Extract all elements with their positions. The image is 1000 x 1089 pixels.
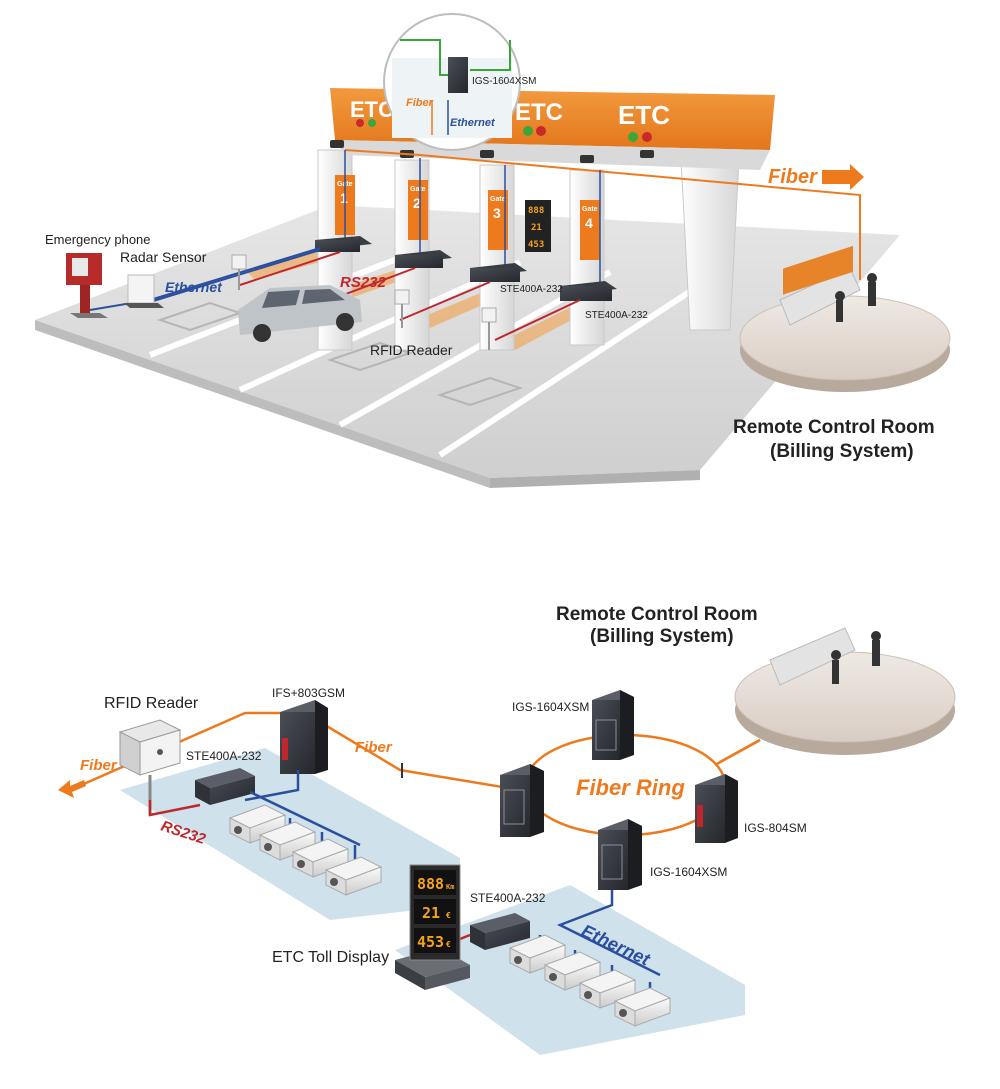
- plaza-floor-edge-right: [490, 470, 700, 488]
- top-control-room-line1: Remote Control Room: [733, 417, 935, 438]
- upper-cameras: [228, 804, 383, 896]
- camera: [324, 856, 383, 896]
- bottom-rfid-reader-label: RFID Reader: [104, 695, 199, 712]
- gate-sign-4: Gate 4: [580, 200, 600, 260]
- toll-display-row-2-unit: €: [446, 911, 451, 920]
- lane-switches: [315, 236, 617, 301]
- toll-display-row-3-unit: €: [446, 940, 451, 949]
- network-diagram: Remote Control Room (Billing System) Fib…: [58, 604, 956, 1055]
- svg-text:453: 453: [528, 240, 544, 250]
- toll-display-row-2-value: 21: [422, 904, 440, 922]
- top-ste-label-1: STE400A-232: [500, 284, 563, 295]
- camera: [228, 804, 287, 844]
- zoom-inset: IGS-1604XSM Fiber Ethernet: [383, 13, 536, 151]
- top-control-room-line2: (Billing System): [770, 441, 914, 462]
- svg-text:4: 4: [585, 215, 593, 231]
- rfid-reader-device: [118, 719, 182, 815]
- camera: [291, 838, 350, 878]
- top-ste-label-2: STE400A-232: [585, 310, 648, 321]
- zoom-switch: [448, 57, 468, 93]
- top-ethernet-label: Ethernet: [165, 279, 223, 295]
- igs-bottom-label: IGS-1604XSM: [650, 865, 727, 879]
- bottom-control-room-line2: (Billing System): [590, 626, 734, 647]
- emergency-phone-label: Emergency phone: [45, 232, 151, 247]
- gate-sign-2: Gate 2: [408, 180, 428, 240]
- igs-1604xsm-bottom: [598, 819, 642, 890]
- lower-cameras: [508, 934, 672, 1027]
- car: [238, 285, 362, 342]
- top-control-room: [739, 245, 951, 392]
- top-rfid-reader-label: RFID Reader: [370, 342, 453, 358]
- control-room-link: [719, 738, 761, 764]
- svg-text:2: 2: [413, 195, 421, 211]
- top-fiber-line: [344, 149, 861, 280]
- ifs-label: IFS+803GSM: [272, 686, 345, 700]
- svg-text:Gate: Gate: [582, 206, 598, 213]
- plaza-floor-edge: [35, 320, 490, 488]
- bottom-rs232-line: [148, 800, 201, 817]
- ste400a-upper: [195, 768, 255, 805]
- svg-text:Gate: Gate: [490, 196, 506, 203]
- igs-top-label: IGS-1604XSM: [512, 700, 589, 714]
- toll-plaza-illustration: ETC ETC ETC Gate 1 Gate 2 Gat: [35, 13, 951, 488]
- toll-display-row-3-value: 453: [417, 933, 444, 951]
- top-rs232-label: RS232: [340, 274, 387, 291]
- rfid-readers-top: [231, 254, 497, 350]
- svg-text:Gate: Gate: [410, 186, 426, 193]
- ste-top-label: STE400A-232: [186, 749, 262, 763]
- bottom-control-room: [734, 627, 956, 755]
- emergency-phone: [66, 253, 108, 318]
- gate-price-display: 888 21 453: [525, 200, 551, 252]
- camera: [258, 821, 317, 861]
- toll-display-row-1-unit: Km: [446, 883, 454, 891]
- svg-text:21: 21: [531, 223, 542, 233]
- bottom-control-room-line1: Remote Control Room: [556, 604, 758, 625]
- bottom-fiber-left-arrow: [58, 780, 86, 798]
- toll-display-row-1-value: 888: [417, 875, 444, 893]
- camera: [508, 934, 567, 974]
- radar-sensor: [124, 274, 164, 308]
- svg-text:1: 1: [340, 190, 348, 206]
- etc-sign-2: ETC: [515, 99, 563, 126]
- zoom-fiber-label: Fiber: [406, 97, 434, 109]
- svg-text:3: 3: [493, 205, 501, 221]
- bottom-fiber-left-label: Fiber: [80, 757, 118, 774]
- camera: [613, 987, 672, 1027]
- toll-display-label: ETC Toll Display: [272, 949, 389, 966]
- gantry-drops: [344, 150, 601, 285]
- ste400a-lower: [470, 913, 530, 950]
- igs-left-switch: [500, 764, 544, 837]
- zoom-switch-label: IGS-1604XSM: [472, 76, 536, 87]
- etc-signs: ETC ETC ETC: [350, 97, 670, 142]
- igs-1604xsm-top: [592, 690, 634, 760]
- camera: [578, 969, 637, 1009]
- top-fiber-arrow: [822, 164, 864, 190]
- camera: [543, 951, 602, 991]
- gate-sign-3: Gate 3: [488, 190, 508, 250]
- etc-sign-3: ETC: [618, 100, 670, 130]
- radar-sensor-label: Radar Sensor: [120, 249, 207, 265]
- bottom-fiber-mid-label: Fiber: [355, 739, 393, 756]
- igs-right-label: IGS-804SM: [744, 821, 807, 835]
- fiber-ring-label: Fiber Ring: [576, 775, 685, 800]
- ifs-803gsm-switch: [280, 700, 328, 774]
- etc-toll-display: 888 Km 21 € 453 €: [395, 864, 470, 990]
- svg-text:888: 888: [528, 206, 544, 216]
- ste-bottom-label: STE400A-232: [470, 891, 546, 905]
- zoom-ethernet-label: Ethernet: [450, 117, 496, 129]
- igs-804sm-switch: [695, 774, 738, 843]
- top-fiber-label: Fiber: [768, 166, 818, 188]
